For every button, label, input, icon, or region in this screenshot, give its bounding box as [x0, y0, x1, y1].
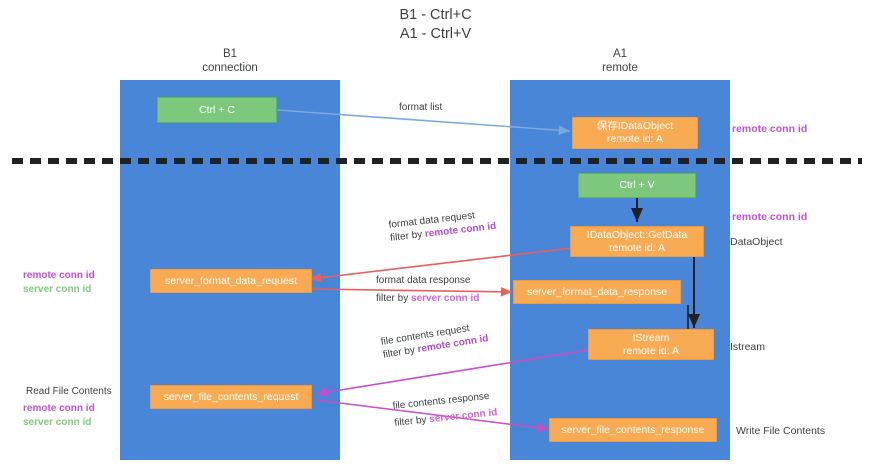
node-ctrl-c[interactable]: Ctrl + C	[157, 97, 277, 123]
node-save-idataobject[interactable]: 保存IDataObject remote id: A	[572, 117, 698, 149]
right-annotation-write-file-contents: Write File Contents	[736, 425, 826, 437]
edge-label-file-contents-request: file contents request filter by remote c…	[380, 322, 490, 361]
left-annotation-remote-conn-id-bottom: remote conn id	[23, 403, 95, 414]
node-server-format-data-request[interactable]: server_format_data_request	[150, 269, 312, 293]
column-header-b1: B1 connection	[120, 48, 340, 75]
column-header-a1-name: A1	[612, 48, 628, 60]
column-header-b1-name: B1	[222, 48, 238, 60]
left-annotation-read-file-contents: Read File Contents	[26, 386, 112, 397]
node-server-format-data-request-label: server_format_data_request	[165, 274, 297, 287]
right-annotation-remote-conn-id-top: remote conn id	[732, 123, 808, 135]
node-save-idataobject-remote-id: remote id: A	[606, 133, 664, 145]
node-idataobject-getdata-label: IDataObject::GetData	[586, 228, 688, 241]
column-header-a1: A1 remote	[510, 48, 730, 75]
edge-label-file-contents-response: file contents response filter by server …	[392, 390, 498, 429]
edge-label-format-data-response-filter: filter by server conn id	[376, 293, 480, 304]
node-istream[interactable]: IStream remote id: A	[588, 329, 714, 360]
edge-label-format-data-response: format data response filter by server co…	[376, 275, 480, 304]
node-server-file-contents-request-label: server_file_contents_request	[163, 390, 299, 403]
node-ctrl-v-label: Ctrl + V	[619, 179, 655, 191]
node-istream-label: IStream	[632, 331, 670, 344]
node-server-file-contents-response[interactable]: server_file_contents_response	[549, 418, 717, 442]
left-annotation-conn-ids-bottom: remote conn id server conn id	[23, 402, 95, 429]
title-line-1: B1 - Ctrl+C	[399, 7, 472, 23]
node-idataobject-getdata[interactable]: IDataObject::GetData remote id: A	[570, 226, 704, 257]
node-ctrl-v[interactable]: Ctrl + V	[578, 173, 696, 198]
right-annotation-dataobject: DataObject	[730, 236, 783, 248]
node-server-format-data-response[interactable]: server_format_data_response	[513, 280, 681, 304]
right-annotation-remote-conn-id-mid: remote conn id	[732, 211, 808, 223]
edge-label-format-data-request: format data request filter by remote con…	[388, 210, 497, 244]
left-annotation-remote-conn-id-mid: remote conn id	[23, 270, 95, 281]
node-server-file-contents-response-label: server_file_contents_response	[561, 423, 705, 436]
right-annotation-istream: Istream	[730, 341, 766, 353]
node-idataobject-getdata-remote-id: remote id: A	[608, 241, 666, 254]
column-header-a1-role: remote	[602, 61, 638, 74]
left-annotation-server-conn-id-mid: server conn id	[23, 283, 92, 295]
title-line-2: A1 - Ctrl+V	[399, 26, 472, 42]
node-ctrl-c-label: Ctrl + C	[199, 103, 235, 116]
edge-label-format-list: format list	[399, 102, 443, 113]
node-server-file-contents-request[interactable]: server_file_contents_request	[150, 385, 312, 409]
left-annotation-conn-ids-mid: remote conn id server conn id	[23, 269, 95, 296]
node-save-idataobject-label: 保存IDataObject	[596, 120, 674, 132]
left-annotation-server-conn-id-bottom: server conn id	[23, 416, 92, 428]
node-server-format-data-response-label: server_format_data_response	[526, 285, 668, 298]
node-istream-remote-id: remote id: A	[622, 344, 680, 357]
page-title: B1 - Ctrl+C A1 - Ctrl+V	[0, 6, 871, 44]
column-header-b1-role: connection	[202, 61, 258, 74]
